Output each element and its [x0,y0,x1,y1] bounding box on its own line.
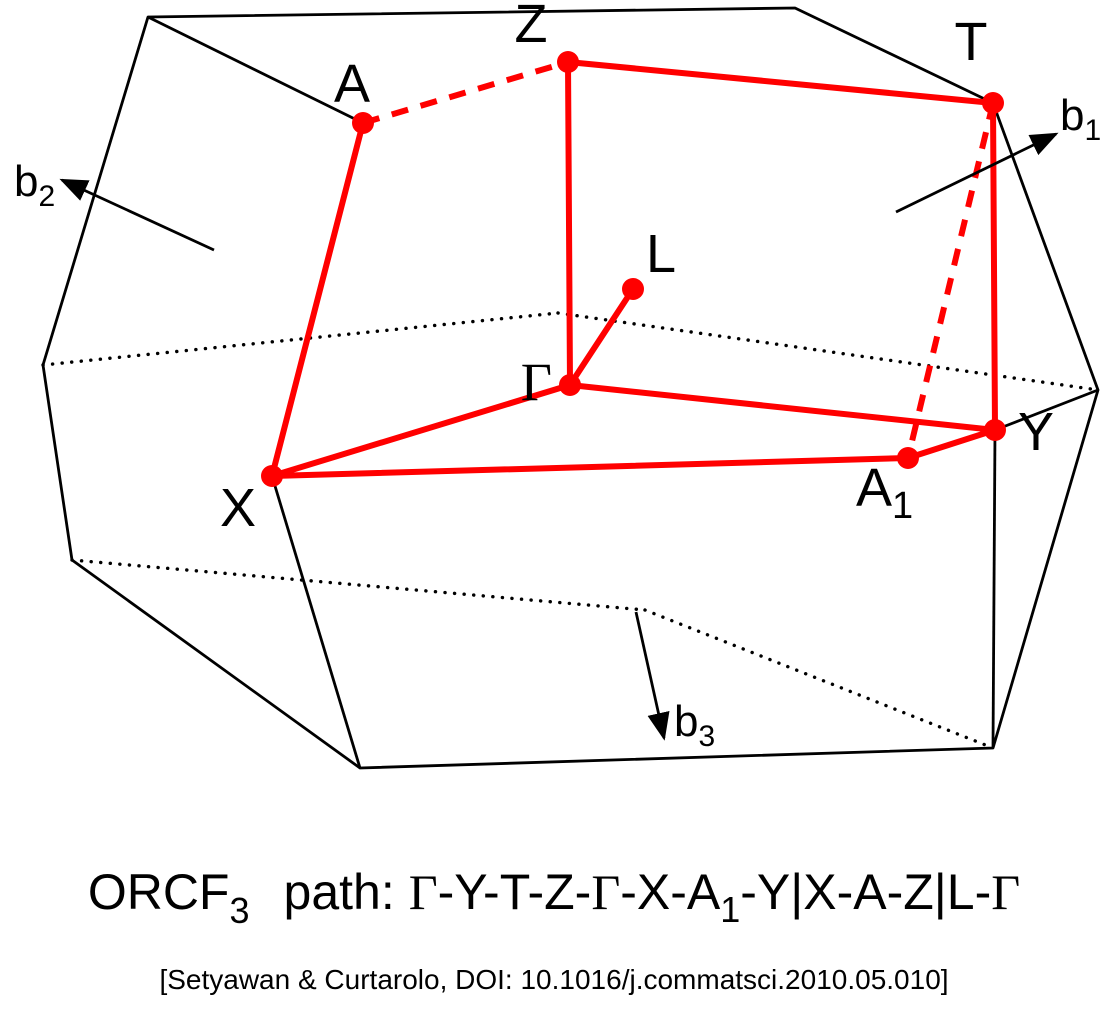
reciprocal-vector-b3-arrow [634,611,670,741]
kpath-segment-T-Y [990,100,998,433]
kpath-segment-GAMMA-L [567,286,636,388]
kpath-token: Γ [591,864,621,920]
kpath-segment-dashed-T-A1 [905,102,996,459]
kpoint-X [261,465,283,487]
kpath-token: 1 [720,889,741,930]
kpoint-label-X: X [220,478,256,538]
kpoint-A1 [897,447,919,469]
kpath-segment-Y-A1 [905,427,998,461]
reciprocal-vector-b2-arrow [59,178,215,252]
vector-label-b3: b3 [674,697,715,753]
kpoint-label-Y: Y [1018,402,1054,462]
kpoint-Z [557,51,579,73]
bz-hidden-edge [556,311,1100,392]
lattice-name-main: ORCF [87,864,230,920]
kpoint-L [622,278,644,300]
path-label: path: [283,864,395,920]
lattice-name-sub: 3 [229,890,250,931]
bz-hidden-edge [70,558,647,612]
kpoint-A [352,112,374,134]
kpath-token: -X-A [620,864,721,920]
brillouin-zone-figure: b1 b2 b3 Γ X Y Z T A A1 L [14,0,1101,770]
kpath-segment-Z-T [565,59,996,106]
vector-label-b1: b1 [1060,91,1101,147]
kpoint-T [982,92,1004,114]
kpoint-GAMMA [559,374,581,396]
kpath-token: -Y-T-Z- [437,864,592,920]
bz-edge [994,388,1099,432]
vector-label-b2: b2 [14,157,55,213]
lattice-name: ORCF3 [87,864,250,931]
kpath-segment-X-A [269,120,366,479]
kpoint-label-Z: Z [515,0,548,54]
bz-hidden-edge [41,311,560,367]
kpoint-label-GAMMA: Γ [521,352,552,412]
bz-edge [147,15,364,125]
kpath-token: Γ [991,864,1021,920]
kpath-token: Γ [408,864,438,920]
bz-edge [270,475,362,769]
kpath-token: -Y|X-A-Z|L- [740,864,992,920]
kpoint-Y [984,419,1006,441]
kpath-segment-X-GAMMA [269,382,573,479]
reciprocal-vector-b1-arrow [895,132,1059,214]
citation-line: [Setyawan & Curtarolo, DOI: 10.1016/j.co… [159,964,949,995]
kpoint-label-L: L [646,224,676,284]
bz-edge [991,429,997,749]
kpoint-label-T: T [955,12,988,72]
kpath-segment-Z-GAMMA [565,59,573,388]
kpath-segment-A1-X [269,455,911,479]
kpath-segment-GAMMA-Y [567,382,998,433]
kpath-segment-dashed-A-Z [362,59,569,126]
kpoint-label-A: A [334,54,370,114]
kpoint-label-A1: A1 [856,458,913,527]
kpath-tokens: Γ-Y-T-Z-Γ-X-A1-Y|X-A-Z|L-Γ [408,864,1021,930]
